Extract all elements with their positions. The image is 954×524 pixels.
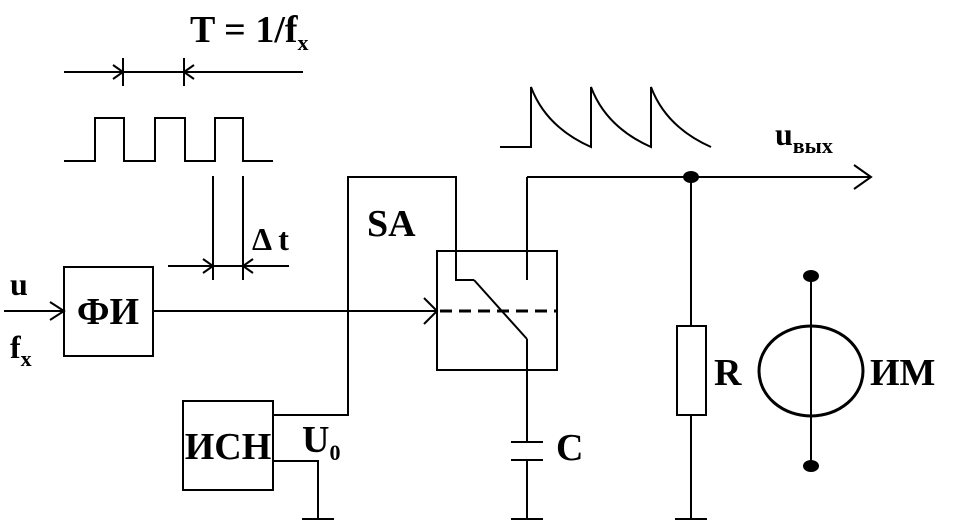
output-arrow: [853, 164, 873, 190]
meter-terminal-bottom: [803, 460, 819, 472]
switch-label: SA: [367, 203, 416, 245]
u0-label: U0: [302, 419, 340, 465]
period-label: T = 1/fx: [190, 9, 309, 55]
period-dimension: [64, 58, 303, 86]
input-f-label: fx: [10, 329, 32, 371]
isn-ground-wire: [273, 460, 319, 519]
u0-wire: [273, 176, 474, 416]
isn-block-label: ИСН: [185, 426, 272, 468]
meter-label: ИМ: [870, 352, 935, 394]
delta-t-dimension: [168, 176, 289, 280]
isn-block: [182, 400, 274, 491]
output-label: uвых: [775, 116, 833, 158]
capacitor-label: C: [556, 427, 583, 469]
input-u-label: u: [10, 266, 28, 302]
sawtooth-waveform: [500, 86, 712, 149]
pulse-train-waveform: [64, 117, 273, 162]
meter-terminal-top: [803, 270, 819, 282]
fi-block-label: ФИ: [77, 291, 139, 333]
delta-t-label: Δ t: [252, 221, 289, 257]
resistor: [676, 325, 707, 416]
resistor-label: R: [714, 352, 742, 394]
